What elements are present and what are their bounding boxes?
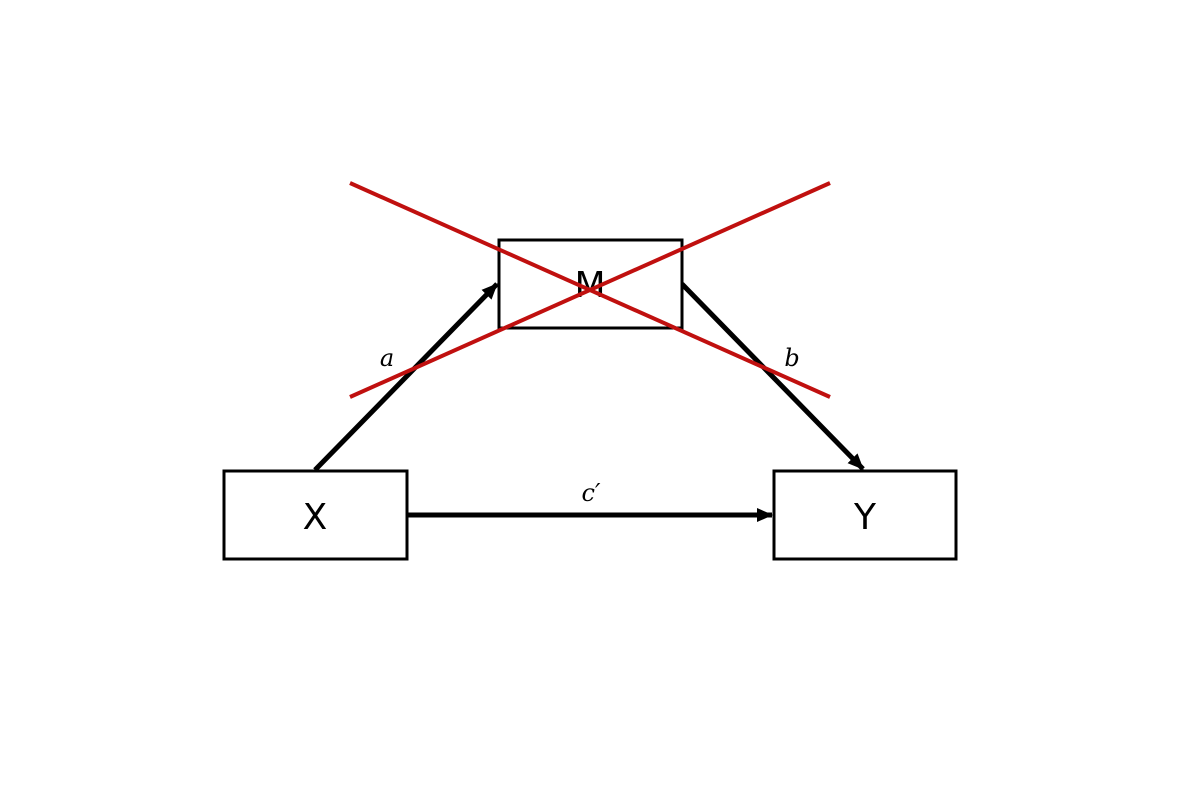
path-c-prime-label: c′ — [582, 479, 601, 507]
path-a-arrow — [313, 282, 499, 472]
cross-line-2 — [349, 181, 831, 399]
node-m: M — [497, 238, 684, 330]
path-b-label: b — [784, 344, 799, 372]
node-x: X — [222, 469, 409, 561]
path-b-arrow — [680, 282, 865, 471]
mediator-cross-out — [349, 181, 831, 399]
node-x-label: X — [303, 497, 328, 538]
node-y-label: Y — [853, 497, 877, 538]
path-a-label: a — [380, 344, 394, 372]
node-y: Y — [772, 469, 958, 561]
